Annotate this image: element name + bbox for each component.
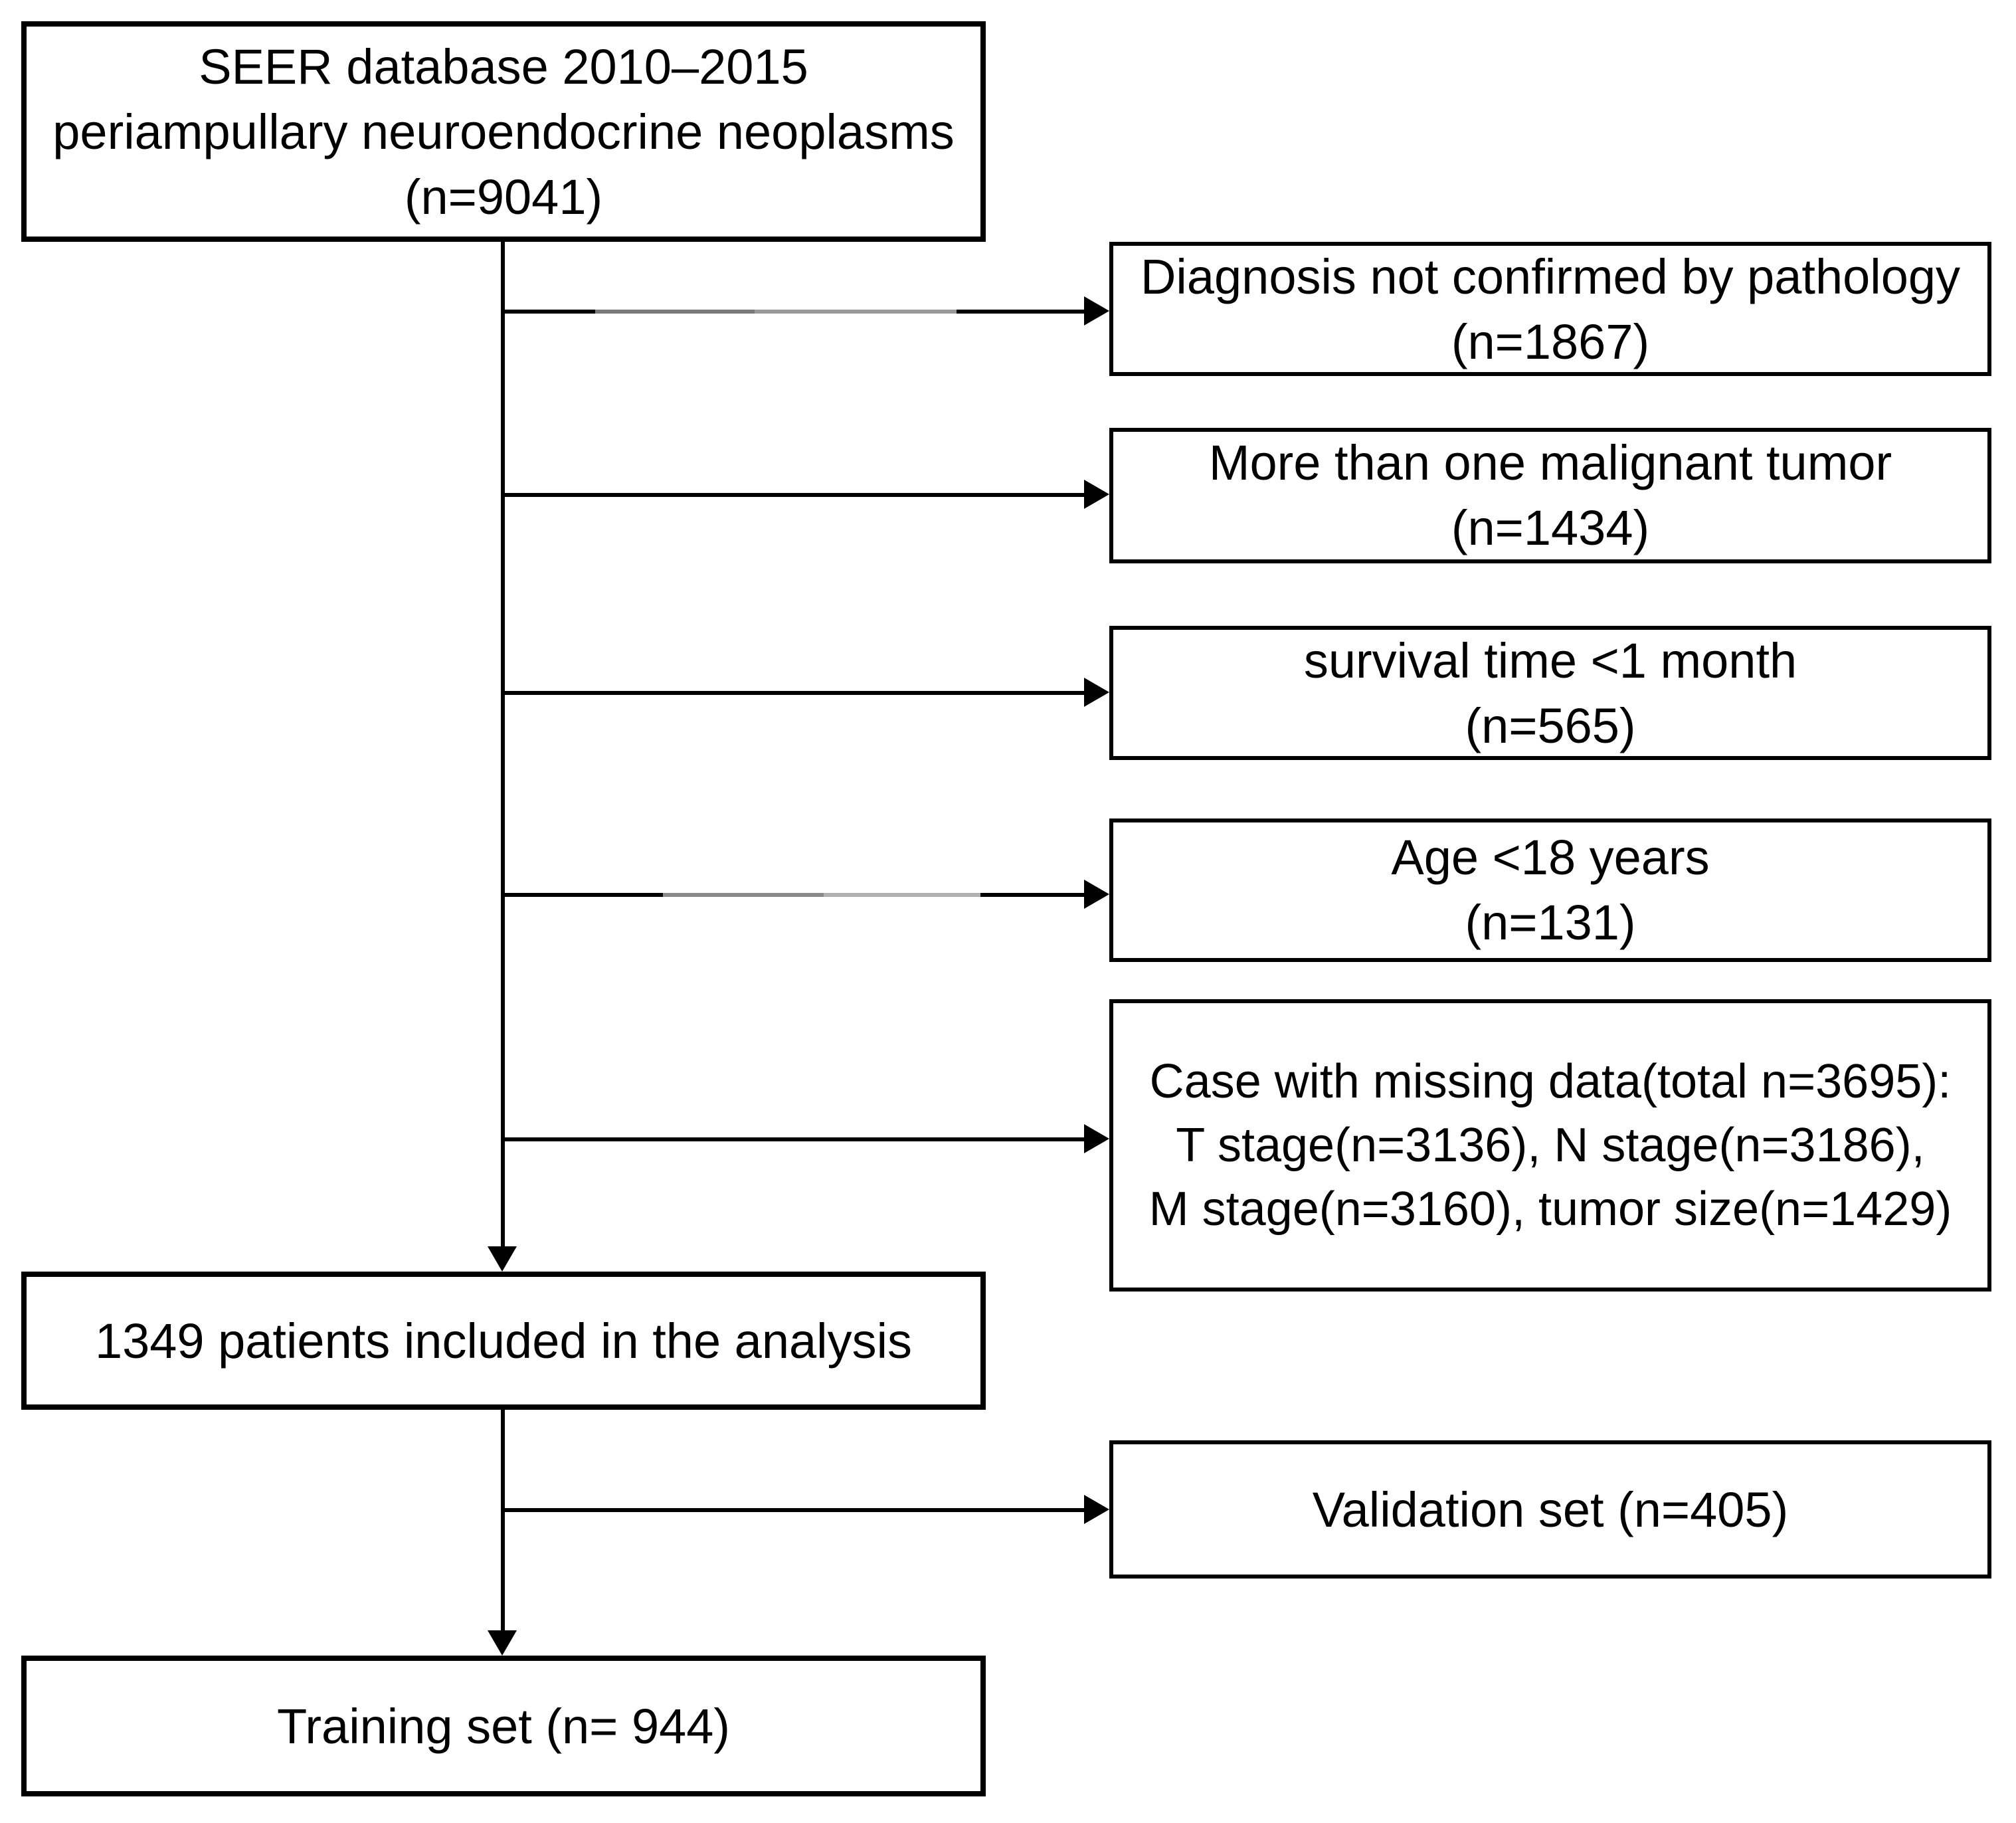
arrow-right-icon [1084,1495,1109,1524]
branch-connector-survival [504,691,1085,695]
training-set-box: Training set (n= 944) [21,1656,986,1796]
exclusion-missing-data-line-1: Case with missing data(total n=3695): [1149,1054,1952,1108]
training-set-line-1: Training set (n= 944) [276,1699,731,1753]
arrow-right-icon [1084,296,1109,326]
exclusion-box-survival: survival time <1 month (n=565) [1109,626,1991,760]
exclusion-age-line-2: (n=131) [1465,896,1636,950]
branch-connector-missing-data [504,1137,1085,1141]
source-box: SEER database 2010–2015 periampullary ne… [21,21,986,242]
exclusion-box-multiple-tumor: More than one malignant tumor (n=1434) [1109,428,1991,563]
exclusion-missing-data-line-2: T stage(n=3136), N stage(n=3186), [1176,1117,1925,1172]
branch-connector-age-faded-segment [824,893,980,897]
exclusion-missing-data-line-3: M stage(n=3160), tumor size(n=1429) [1148,1181,1952,1236]
exclusion-box-missing-data: Case with missing data(total n=3695): T … [1109,999,1991,1292]
included-patients-box: 1349 patients included in the analysis [21,1272,986,1410]
exclusion-box-age: Age <18 years (n=131) [1109,818,1991,962]
arrow-right-icon [1084,678,1109,707]
spine-connector-bottom [501,1407,505,1633]
validation-set-line-1: Validation set (n=405) [1312,1482,1789,1537]
source-line-3: (n=9041) [404,169,603,224]
exclusion-multiple-tumor-line-2: (n=1434) [1451,501,1650,555]
source-line-1: SEER database 2010–2015 [199,39,808,94]
spine-connector-top [501,239,505,1246]
arrow-right-icon [1084,880,1109,909]
branch-connector-age-faded-segment [663,893,824,897]
arrow-right-icon [1084,1124,1109,1153]
exclusion-pathology-line-2: (n=1867) [1451,314,1650,369]
branch-connector-validation [504,1508,1085,1512]
branch-connector-pathology-faded-segment [755,310,957,314]
exclusion-survival-line-1: survival time <1 month [1303,633,1797,688]
branch-connector-multiple-tumor [504,493,1085,497]
arrow-down-icon [488,1630,517,1656]
arrow-right-icon [1084,480,1109,509]
arrow-down-icon [488,1246,517,1272]
branch-connector-pathology-faded-segment [595,310,755,314]
exclusion-pathology-line-1: Diagnosis not confirmed by pathology [1140,249,1961,304]
included-patients-line-1: 1349 patients included in the analysis [94,1313,913,1368]
exclusion-age-line-1: Age <18 years [1391,830,1710,885]
exclusion-box-pathology: Diagnosis not confirmed by pathology (n=… [1109,242,1991,376]
exclusion-survival-line-2: (n=565) [1465,698,1636,753]
source-line-2: periampullary neuroendocrine neoplasms [52,104,955,159]
exclusion-multiple-tumor-line-1: More than one malignant tumor [1208,436,1892,490]
validation-set-box: Validation set (n=405) [1109,1440,1991,1579]
